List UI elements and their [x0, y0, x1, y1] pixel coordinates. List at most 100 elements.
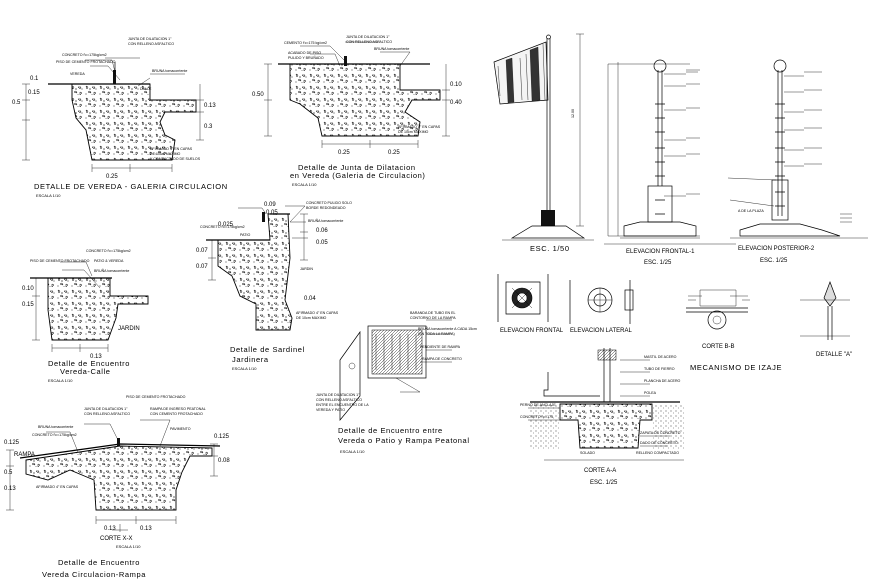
junta-note-relleno: CON RELLENO ASFALTICO [346, 40, 392, 44]
junta-note-capas: DE 10cm MAXIMO [398, 130, 429, 134]
sardinel-scale: ESCALA 1/10 [232, 366, 257, 371]
calle-dim-3: 0.13 [90, 354, 102, 360]
sardinel-dim-6: 0.07 [196, 248, 208, 254]
patio-note-rampa: RAMPA DE CONCRETO [422, 357, 462, 361]
corte-aa-label: CORTE A-A [584, 468, 616, 474]
rampa-note-pavimento: PAVIMENTO [170, 427, 191, 431]
sardinel-note-borde: BORDE REDONDEADO [306, 206, 346, 210]
junta-note-junta: JUNTA DE DILATACION 1" [346, 35, 390, 39]
sardinel-dim-1: 0.09 [264, 202, 276, 208]
rampa-dim-6: 0.13 [104, 526, 116, 532]
elev-frontal-scale: ESC. 1/25 [644, 260, 672, 266]
flagpole-scale: ESC. 1/50 [530, 244, 570, 253]
rampa-title-2: Vereda Circulacion-Rampa [42, 570, 146, 579]
vereda-dim-1: 0.1 [30, 76, 39, 82]
vereda-note-relleno: CON RELLENO ASFALTICO [128, 42, 174, 46]
rampa-title-1: Detalle de Encuentro [58, 558, 140, 567]
corte-aa-note-mastil: MASTIL DE ACERO [644, 355, 677, 359]
junta-title-1: Detalle de Junta de Dilatacion [298, 163, 416, 172]
junta-scale: ESCALA 1/10 [292, 182, 317, 187]
detalle-a-label: DETALLE "A" [816, 352, 852, 358]
rampa-corte-label: CORTE X-X [100, 536, 133, 542]
corte-aa-note-polea: POLEA [644, 391, 657, 395]
izaje-frontal-label: ELEVACION FRONTAL [500, 328, 564, 334]
junta-note-acabado: ACABADO DE PISO [288, 51, 321, 55]
calle-label-jardin: JARDIN [118, 326, 140, 332]
corte-aa-note-solado: SOLADO [580, 451, 595, 455]
sardinel-dim-5: 0.06 [316, 228, 328, 234]
corte-aa-note-plancha: PLANCHA DE ACERO [644, 379, 681, 383]
vereda-note-compactado: Y COMPACTADO DE SUELOS [150, 157, 201, 161]
corte-aa-note-dado: DADO DE CONCRETO [640, 441, 678, 445]
detail-vereda: CONCRETO f'c=175kg/cm2 JUNTA DE DILATACI… [12, 37, 228, 198]
calle-note-piso: PISO DE CEMENTO FROTACHADO [30, 259, 90, 263]
junta-note-afirmado: AFIRMADO 4" EN CAPAS [398, 125, 441, 129]
vereda-label-dalle: DALLE [140, 87, 152, 91]
rampa-note-afirmado: AFIRMADO 4" EN CAPAS [36, 485, 79, 489]
junta-dim-1: 0.50 [252, 92, 264, 98]
sardinel-title-2: Jardinera [232, 355, 269, 364]
flagpole-elevation: 12.00 ESC. 1/50 [493, 33, 594, 253]
elev-frontal-title: ELEVACION FRONTAL-1 [626, 249, 695, 255]
rampa-dim-5: 0.13 [4, 486, 16, 492]
rampa-note-bruna: BRUNA tomacorriente [38, 425, 73, 429]
patio-title-1: Detalle de Encuentro entre [338, 426, 443, 435]
vereda-dim-4: 0.13 [204, 103, 216, 109]
vereda-dim-6: 0.25 [106, 174, 118, 180]
vereda-note-piso: PISO DE CEMENTO FROTACHADO [56, 60, 116, 64]
mecanismo-title: MECANISMO DE IZAJE [690, 363, 782, 372]
vereda-note-afirmado: AFIRMADO 4" EN CAPAS [150, 147, 193, 151]
junta-dim-4: 0.25 [338, 150, 350, 156]
junta-dim-2: 0.40 [450, 100, 462, 106]
patio-note-pendiente: PENDIENTE DE RAMPA [420, 345, 461, 349]
mast-dimension: 12.00 [571, 109, 575, 118]
detail-encuentro-patio: BARANDA DE TUBO EN EL CONTORNO DE LA RAM… [316, 311, 477, 454]
detail-rampa: JUNTA DE DILATACION 1" CON RELLENO ASFAL… [4, 395, 230, 579]
corte-aa-note-zapata: ZAPATA DE CONCRETO [640, 431, 681, 435]
rampa-dim-1: 0.125 [214, 434, 230, 440]
vereda-dim-2: 0.15 [28, 90, 40, 96]
sardinel-dim-10: 0.04 [304, 296, 316, 302]
corte-bb-label: CORTE B-B [702, 344, 735, 350]
corte-aa-scale: ESC. 1/25 [590, 480, 618, 486]
sardinel-note-capas: DE 10cm MAXIMO [296, 316, 327, 320]
izaje-lateral-label: ELEVACION LATERAL [570, 328, 632, 334]
rampa-note-relleno: CON RELLENO ASFALTICO [84, 412, 130, 416]
vereda-note-junta: JUNTA DE DILATACION 1" [128, 37, 172, 41]
calle-note-patio: PATIO & VEREDA [94, 259, 124, 263]
rampa-note-ingreso: RAMPA DE INGRESO PEATONAL [150, 407, 206, 411]
sardinel-dim-8: 0.05 [316, 240, 328, 246]
vereda-scale: ESCALA 1/10 [36, 193, 61, 198]
corte-aa-note-perno: PERNO DE ANCLAJE [520, 403, 556, 407]
calle-scale: ESCALA 1/10 [48, 378, 73, 383]
vereda-label: VEREDA [70, 72, 85, 76]
patio-note-encuentro: ENTRE EL ENCUENTRO DE LA [316, 403, 369, 407]
mecanismo-izaje: ELEVACION FRONTAL ELEVACION LATERAL CORT… [497, 274, 852, 486]
patio-note-contorno: CONTORNO DE LA RAMPA [410, 316, 456, 320]
rampa-note-concreto: CONCRETO f'c=175kg/cm2 [32, 433, 77, 437]
elev-posterior-title: ELEVACION POSTERIOR-2 [738, 246, 815, 252]
sardinel-note-afirmado: AFIRMADO 4" EN CAPAS [296, 311, 339, 315]
vereda-title: DETALLE DE VEREDA - GALERIA CIRCULACION [34, 182, 228, 191]
rampa-dim-2: 0.125 [4, 440, 20, 446]
junta-dim-3: 0.10 [450, 82, 462, 88]
patio-note-junta: JUNTA DE DILATACION 1" [316, 393, 360, 397]
elevation-frontal: ELEVACION FRONTAL-1 ESC. 1/25 [604, 59, 736, 266]
rampa-note-piso: PISO DE CEMENTO FROTACHADO [126, 395, 186, 399]
elev-posterior-scale: ESC. 1/25 [760, 258, 788, 264]
calle-dim-2: 0.15 [22, 302, 34, 308]
patio-note-baranda: BARANDA DE TUBO EN EL [410, 311, 455, 315]
vereda-note-bruna: BRUNA tomacorriente [152, 69, 187, 73]
calle-note-concreto: CONCRETO f'c=175kg/cm2 [86, 249, 131, 253]
patio-scale: ESCALA 1/10 [340, 449, 365, 454]
junta-title-2: en Vereda (Galeria de Circulacion) [290, 171, 425, 180]
corte-aa-note-relleno: RELLENO COMPACTADO [636, 451, 679, 455]
junta-note-pulido: PULIDO Y BRUÑADO [288, 55, 324, 60]
rampa-label-pat-rampa: RAMPA [14, 452, 35, 458]
patio-note-toda: (EN TODA LA RAMPA) [418, 332, 455, 336]
rampa-note-frotachado: CON CEMENTO FROTACHADO [150, 412, 203, 416]
calle-title-1: Detalle de Encuentro [48, 359, 130, 368]
elev-posterior-plaza: A DE LA PLAZA [738, 209, 764, 213]
calle-title-2: Vereda-Calle [60, 367, 111, 376]
sardinel-dim-2: 0.05 [266, 210, 278, 216]
